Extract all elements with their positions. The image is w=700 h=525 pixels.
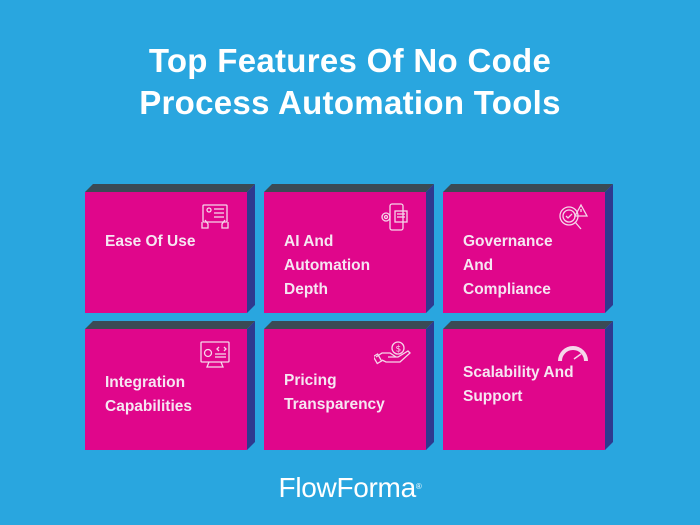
title-line-1: Top Features Of No Code	[148, 42, 552, 79]
card-front-face: Ease Of Use	[85, 192, 247, 313]
flowforma-logo: FlowForma®	[0, 472, 700, 504]
hand-dollar-coin-icon: $	[372, 339, 414, 371]
feature-card-pricing: $ Pricing Transparency	[264, 321, 434, 450]
monitor-code-gear-icon	[199, 339, 231, 371]
card-side-face	[247, 184, 255, 313]
card-side-face	[605, 184, 613, 313]
feature-card-ease-of-use: Ease Of Use	[85, 184, 255, 313]
card-front-face: Integration Capabilities	[85, 329, 247, 450]
brand-name: FlowForma	[278, 472, 417, 503]
feature-card-integration: Integration Capabilities	[85, 321, 255, 450]
card-label: AI And Automation Depth	[284, 233, 371, 298]
card-top-face	[264, 321, 434, 329]
card-top-face	[443, 321, 613, 329]
card-front-face: $ Pricing Transparency	[264, 329, 426, 450]
mobile-gear-icon	[378, 202, 410, 234]
card-top-face	[264, 184, 434, 192]
card-side-face	[605, 321, 613, 450]
page-title: Top Features Of No Code Process Automati…	[0, 40, 700, 124]
card-front-face: Scalability And Support	[443, 329, 605, 450]
title-line-2: Process Automation Tools	[139, 84, 561, 121]
magnifier-warning-icon	[557, 202, 589, 234]
card-side-face	[247, 321, 255, 450]
touchscreen-hands-icon	[199, 202, 231, 234]
svg-text:$: $	[396, 345, 402, 355]
card-label: Scalability And Support	[463, 364, 574, 405]
card-label: Governance And Compliance	[463, 233, 553, 298]
feature-card-scalability: Scalability And Support	[443, 321, 613, 450]
card-top-face	[85, 321, 255, 329]
card-label: Pricing Transparency	[284, 372, 385, 413]
card-top-face	[443, 184, 613, 192]
card-top-face	[85, 184, 255, 192]
feature-card-governance: Governance And Compliance	[443, 184, 613, 313]
card-front-face: Governance And Compliance	[443, 192, 605, 313]
card-front-face: AI And Automation Depth	[264, 192, 426, 313]
card-label: Integration Capabilities	[105, 374, 192, 415]
card-label: Ease Of Use	[105, 233, 196, 250]
card-side-face	[426, 184, 434, 313]
registered-mark: ®	[415, 482, 422, 491]
card-side-face	[426, 321, 434, 450]
feature-card-ai-automation: AI And Automation Depth	[264, 184, 434, 313]
speedometer-icon	[557, 339, 589, 371]
